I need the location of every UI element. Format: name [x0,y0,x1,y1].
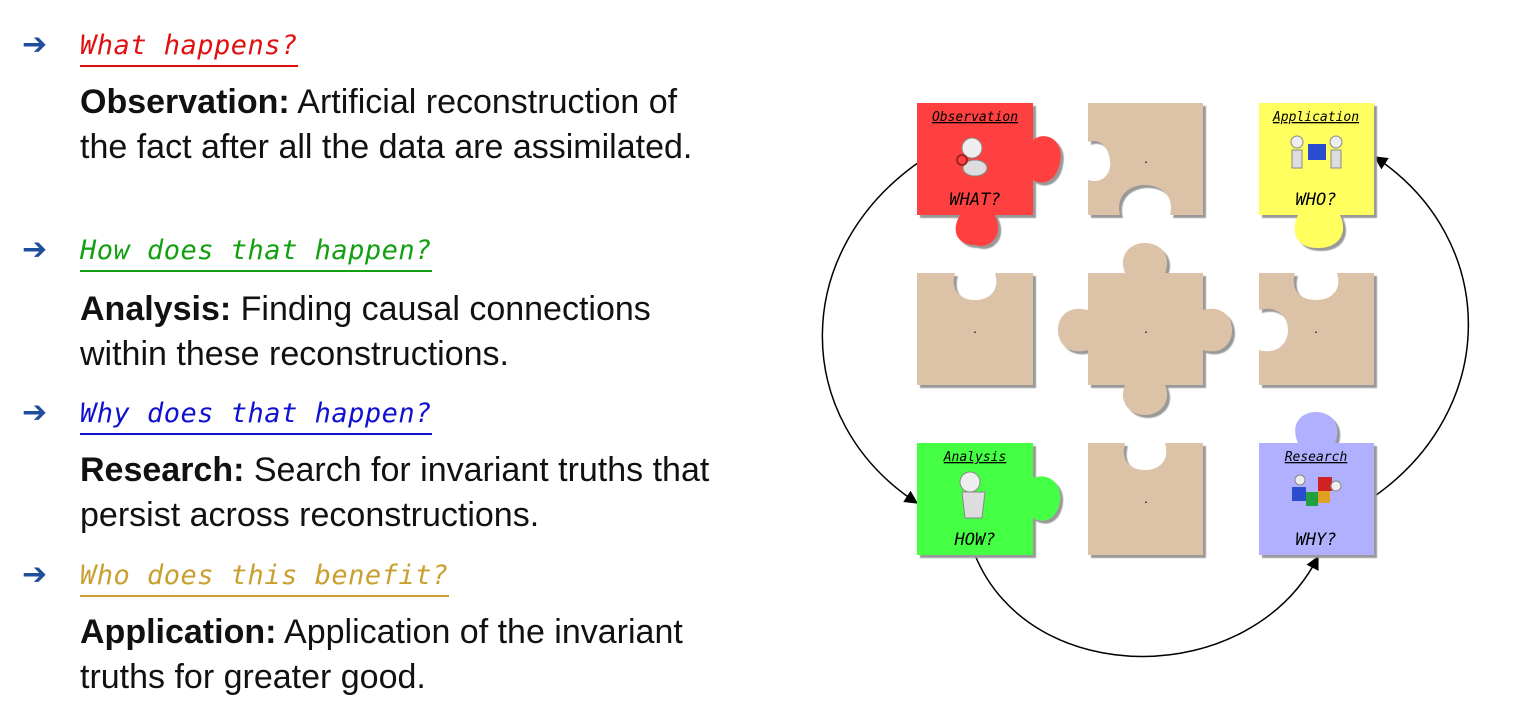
puzzle-svg: Observation WHAT? . Application WHO? [821,103,1470,658]
question-what: What happens? [80,30,298,67]
text-research: Search for invariant truths that persist… [80,451,710,534]
building-blocks-icon [1292,474,1342,506]
arrow-right-icon: ➔ [22,557,48,592]
text-observation: Artificial reconstruction of the fact af… [80,83,693,166]
cycle-arrow-observation-to-analysis [821,159,923,504]
puzzle-piece-blank-center: . [1058,243,1232,415]
description-analysis: Analysis: Finding causal connections wit… [80,287,720,377]
term-observation: Observation: [80,83,290,121]
piece-dot: . [1143,495,1149,506]
piece-dot: . [1143,155,1149,166]
piece-shape-observation [917,103,1061,246]
puzzle-piece-blank-left: . [917,273,1033,385]
piece-title-research: Research [1285,450,1348,465]
thinker-figure-icon [959,471,986,519]
piece-label-what: WHAT? [949,190,1000,210]
piece-label-who: WHO? [1296,190,1337,210]
puzzle-piece-blank-bottom: . [1088,443,1203,555]
arrow-right-icon: ➔ [22,232,48,267]
puzzle-diagram: Observation WHAT? . Application WHO? [780,0,1513,722]
piece-shape-blank [1259,273,1374,385]
piece-title-analysis: Analysis [943,450,1007,465]
term-analysis: Analysis: [80,290,232,328]
arrow-right-icon: ➔ [22,395,48,430]
text-application: Application of the invariant truths for … [80,613,683,696]
piece-shape-blank [917,273,1033,385]
term-application: Application: [80,613,277,651]
piece-shape-blank [1088,103,1203,215]
question-why: Why does that happen? [80,398,432,435]
piece-shape-blank [1088,443,1203,555]
question-who: Who does this benefit? [80,560,449,597]
puzzle-piece-blank-right: . [1259,273,1374,385]
piece-shape-blank [1058,243,1232,415]
puzzle-piece-observation: Observation WHAT? [917,103,1061,246]
question-how: How does that happen? [80,235,432,272]
steps-list: ➔ What happens? Observation: Artificial … [0,0,760,722]
people-puzzle-icon [1290,135,1343,169]
puzzle-piece-research: Research WHY? [1259,412,1374,555]
piece-label-why: WHY? [1296,530,1337,550]
piece-dot: . [1313,325,1319,336]
arrow-right-icon: ➔ [22,27,48,62]
description-research: Research: Search for invariant truths th… [80,448,720,538]
piece-title-observation: Observation [932,110,1018,125]
cycle-arrow-research-to-application [1371,156,1470,499]
piece-label-how: HOW? [954,530,996,550]
piece-shape-research [1259,412,1374,555]
thinking-figure-icon [956,137,988,177]
piece-shape-analysis [917,443,1061,555]
piece-shape-application [1259,103,1374,248]
description-application: Application: Application of the invarian… [80,610,720,700]
cycle-arrow-analysis-to-research [974,554,1319,658]
piece-dot: . [972,325,978,336]
piece-title-application: Application [1272,110,1359,125]
puzzle-piece-application: Application WHO? [1259,103,1374,248]
puzzle-piece-analysis: Analysis HOW? [917,443,1061,555]
description-observation: Observation: Artificial reconstruction o… [80,80,720,170]
piece-dot: . [1143,325,1149,336]
puzzle-piece-blank-top: . [1088,103,1203,215]
term-research: Research: [80,451,245,489]
text-analysis: Finding causal connections within these … [80,290,651,373]
